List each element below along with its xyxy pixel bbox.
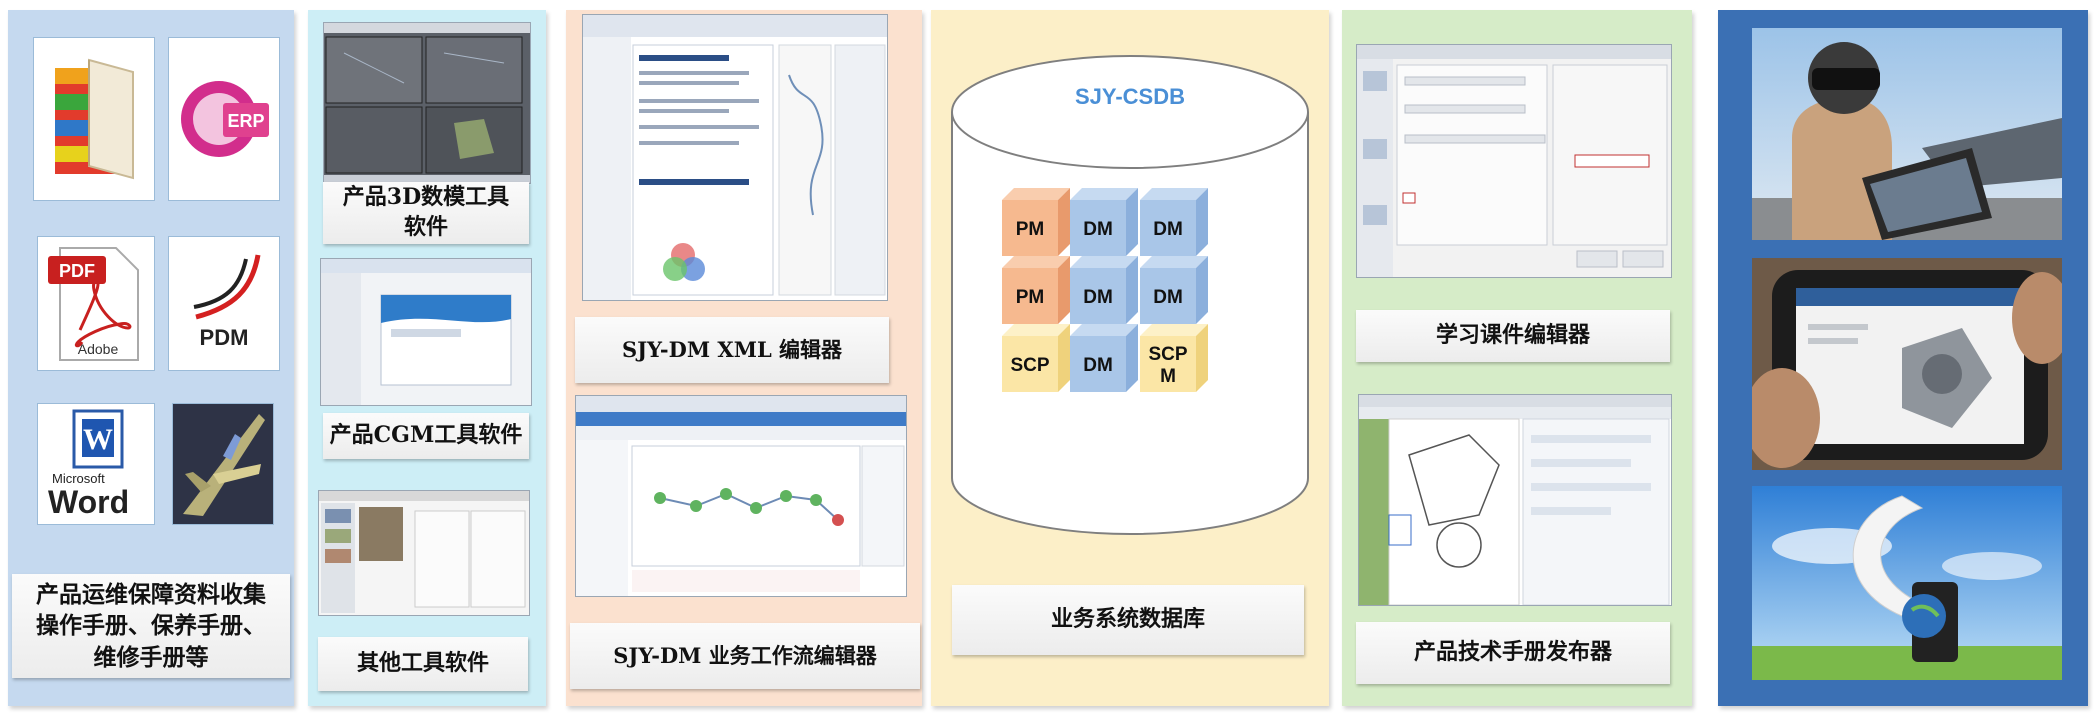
label-cgm-tool-text: 产品CGM工具软件 — [329, 422, 523, 449]
courseware-editor-icon — [1357, 45, 1671, 277]
tile-pdf: PDF Adobe — [37, 236, 155, 371]
cgm-viewer-icon — [321, 259, 531, 405]
screenshot-cgm-viewer — [320, 258, 532, 406]
tile-erp: ERP — [168, 37, 280, 201]
cube-label: DM — [1083, 287, 1113, 308]
books-icon — [55, 58, 134, 180]
cube-dm: DM — [1070, 188, 1138, 256]
cube-label: PM — [1016, 219, 1045, 240]
cube-label: PM — [1016, 287, 1045, 308]
tablet-training-image — [1752, 258, 2062, 470]
p1-caption: 产品运维保障资料收集 操作手册、保养手册、 维修手册等 — [12, 574, 290, 678]
tile-aircraft-model — [172, 403, 274, 525]
screenshot-workflow-editor — [575, 395, 907, 597]
csdb-title: SJY-CSDB — [1075, 84, 1185, 109]
pdf-text: PDF — [59, 261, 95, 281]
cube-label: M — [1160, 366, 1176, 387]
screenshot-courseware-editor — [1356, 44, 1672, 278]
tile-pdm: PDM — [168, 236, 280, 371]
cube-label: DM — [1083, 355, 1113, 376]
label-3d-tool-line-2: 软件 — [403, 214, 448, 240]
tile-books — [33, 37, 155, 201]
screenshot-other-tool — [318, 490, 530, 616]
p1-caption-line-2: 操作手册、保养手册、 — [36, 612, 266, 640]
manual-publisher-icon — [1359, 395, 1671, 605]
cube-dm: DM — [1140, 188, 1208, 256]
screenshot-manual-publisher — [1358, 394, 1672, 606]
cube-label: DM — [1153, 287, 1183, 308]
label-csdb-text: 业务系统数据库 — [1050, 606, 1205, 633]
workflow-editor-icon — [576, 396, 906, 596]
cube-dm: DM — [1070, 324, 1138, 392]
label-manual-publisher-text: 产品技术手册发布器 — [1413, 639, 1612, 666]
cube-pm: PM — [1002, 188, 1070, 256]
cube-label: SCP — [1010, 355, 1049, 376]
pdm-icon: PDM — [193, 254, 261, 350]
photo-mobile-document — [1752, 486, 2062, 680]
technician-headset-image — [1752, 28, 2062, 240]
label-other-tool-text: 其他工具软件 — [356, 650, 489, 677]
label-workflow-editor-text: SJY-DM 业务工作流编辑器 — [613, 642, 877, 668]
microsoft-text: Microsoft — [52, 471, 105, 486]
pdf-icon: PDF Adobe — [48, 246, 139, 361]
cube-scp: SCP — [1002, 324, 1070, 392]
label-manual-publisher: 产品技术手册发布器 — [1356, 622, 1670, 684]
photo-tablet-training — [1752, 258, 2062, 470]
label-workflow-editor: SJY-DM 业务工作流编辑器 — [570, 623, 920, 689]
word-w-text: W — [83, 423, 113, 456]
label-csdb: 业务系统数据库 — [952, 585, 1304, 655]
label-other-tool: 其他工具软件 — [318, 637, 528, 691]
aircraft-model-icon — [173, 404, 273, 524]
cube-label: SCP — [1148, 344, 1187, 365]
screenshot-3d-modeling — [323, 22, 531, 184]
cube-pm: PM — [1002, 256, 1070, 324]
erp-text: ERP — [227, 111, 264, 131]
label-cgm-tool: 产品CGM工具软件 — [323, 413, 529, 459]
cube-label: DM — [1083, 219, 1113, 240]
erp-icon: ERP — [181, 81, 269, 157]
p1-caption-line-3: 维修手册等 — [93, 643, 209, 671]
label-xml-editor-text: SJY-DM XML 编辑器 — [621, 336, 843, 362]
label-xml-editor: SJY-DM XML 编辑器 — [575, 317, 889, 383]
photo-technician-headset — [1752, 28, 2062, 240]
p1-caption-line-1: 产品运维保障资料收集 — [36, 581, 266, 609]
adobe-text: Adobe — [78, 341, 119, 357]
cube-dm: DM — [1070, 256, 1138, 324]
label-courseware-editor-text: 学习课件编辑器 — [1435, 322, 1590, 349]
cube-dm: DM — [1140, 256, 1208, 324]
mobile-document-image — [1752, 486, 2062, 680]
pdm-text: PDM — [200, 325, 249, 350]
tile-word: W Microsoft Word — [37, 403, 155, 525]
xml-editor-icon — [583, 15, 887, 300]
other-tool-icon — [319, 491, 529, 613]
cube-label: DM — [1153, 219, 1183, 240]
label-3d-tool-line-1: 产品3D数模工具 — [342, 184, 510, 211]
label-courseware-editor: 学习课件编辑器 — [1356, 310, 1670, 362]
label-3d-tool: 产品3D数模工具 软件 — [323, 182, 529, 244]
3d-viewport-icon — [324, 23, 530, 183]
word-text: Word — [48, 484, 129, 519]
word-icon: W Microsoft Word — [48, 409, 129, 519]
screenshot-xml-editor — [582, 14, 888, 301]
